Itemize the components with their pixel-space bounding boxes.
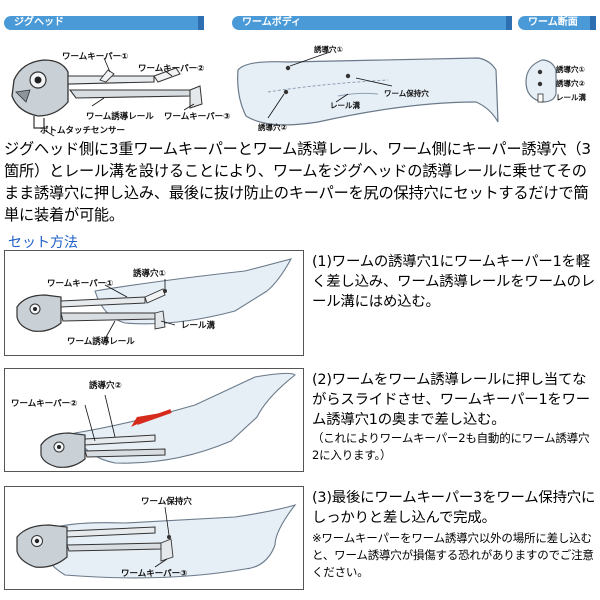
step-1-figure: ワームキーパー① 誘導穴① レール溝 ワーム誘導レール: [4, 250, 304, 356]
step-3-main: (3)最後にワームキーパー3をワーム保持穴にしっかりと差し込んで完成。: [312, 490, 596, 526]
description-text: ジグヘッド側に3重ワームキーパーとワーム誘導レール、ワーム側にキーパー誘導穴（3…: [4, 140, 591, 224]
header-worm-body-label: ワームボディ: [242, 17, 301, 28]
step-3-label-keeper: ワームキーパー③: [121, 569, 188, 579]
header-worm-section-label: ワーム断面: [528, 17, 578, 28]
step-1-text: (1)ワームの誘導穴1にワームキーパー1を軽く差し込み、ワーム誘導レールをワーム…: [312, 254, 595, 310]
header-jig-head: ジグヘッド: [4, 16, 204, 30]
set-method-title: セット方法: [8, 235, 78, 251]
step-1-label-rail: ワーム誘導レール: [67, 337, 135, 347]
label-body-holding-hole: ワーム保持穴: [384, 89, 429, 98]
step-2-note: （これによりワームキーパー2も自動的にワーム誘導穴2に入ります。）: [312, 431, 590, 462]
jig-head-illustration: [11, 57, 203, 137]
step-2-label-keeper: ワームキーパー②: [11, 399, 78, 409]
step-1-illustration: [16, 258, 293, 340]
label-guide-rail: ワーム誘導レール: [86, 112, 154, 122]
label-body-hole-2: 誘導穴②: [258, 123, 287, 132]
step-1-label-keeper: ワームキーパー①: [47, 279, 114, 289]
label-keeper-3: ワームキーパー③: [164, 112, 231, 122]
worm-body-illustration: [237, 51, 499, 126]
step-1-label-groove: レール溝: [181, 321, 216, 331]
header-worm-body: ワームボディ: [232, 16, 512, 30]
step-3-illustration: [16, 503, 297, 579]
label-keeper-2: ワームキーパー②: [138, 64, 205, 74]
worm-section-illustration: [525, 59, 557, 103]
step-2-figure: 誘導穴② ワームキーパー②: [4, 368, 304, 472]
label-bottom-touch-sensor: ボトムタッチセンサー: [40, 126, 126, 136]
header-worm-section: ワーム断面: [518, 16, 596, 30]
label-keeper-1: ワームキーパー①: [62, 52, 129, 62]
step-2-illustration: [40, 372, 296, 468]
header-jig-head-label: ジグヘッド: [14, 17, 64, 28]
step-3-note: ※ワームキーパーをワーム誘導穴以外の場所に差し込むと、ワーム誘導穴が損傷する恐れ…: [312, 531, 594, 579]
step-2-label-hole: 誘導穴②: [89, 381, 122, 391]
step-3-figure: ワーム保持穴 ワームキーパー③: [4, 486, 304, 590]
step-1-label-hole: 誘導穴①: [133, 269, 166, 279]
step-2-text: (2)ワームをワーム誘導レールに押し当てながらスライドさせ、ワームキーパー1をワ…: [312, 370, 596, 464]
label-body-rail-groove: レール溝: [330, 101, 360, 110]
step-2-main: (2)ワームをワーム誘導レールに押し当てながらスライドさせ、ワームキーパー1をワ…: [312, 372, 591, 428]
label-body-hole-1: 誘導穴①: [314, 45, 343, 54]
step-3-text: (3)最後にワームキーパー3をワーム保持穴にしっかりと差し込んで完成。 ※ワーム…: [312, 488, 596, 581]
label-section-hole-1: 誘導穴①: [556, 65, 585, 74]
step-3-label-holding: ワーム保持穴: [141, 497, 192, 507]
label-section-hole-2: 誘導穴②: [556, 79, 585, 88]
label-section-rail-groove: レール溝: [556, 93, 586, 102]
